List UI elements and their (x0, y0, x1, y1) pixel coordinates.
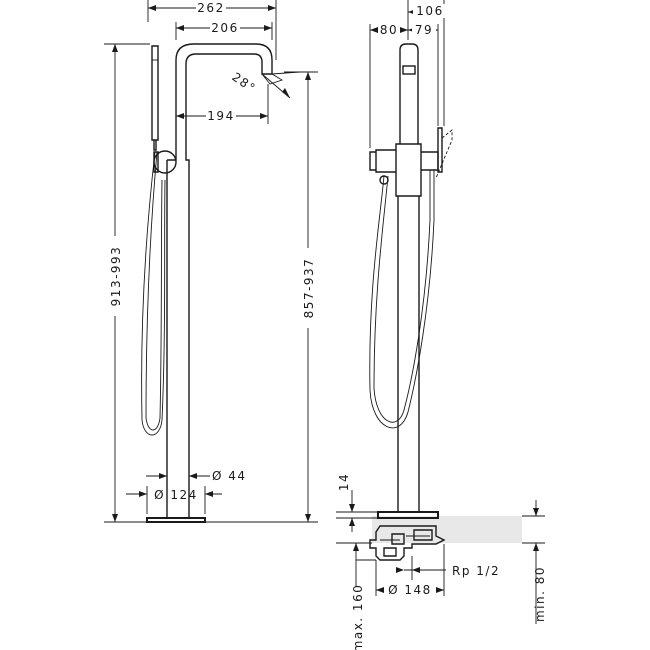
dim-max-depth: max. 160 (351, 584, 365, 650)
dim-total-height: 913-993 (109, 246, 123, 307)
dim-connection-thread: Rp 1/2 (452, 564, 500, 578)
dim-install-diameter: Ø 148 (388, 583, 432, 597)
front-hose (141, 151, 166, 436)
floor-section (372, 516, 522, 543)
side-spout-outlet (402, 65, 416, 75)
front-dimensions: 262 206 28° 194 913-993 857-937 Ø 4 (104, 0, 318, 523)
dim-min-depth: min. 80 (533, 566, 547, 622)
side-pipe (397, 196, 420, 512)
hand-shower (151, 45, 159, 151)
side-dimensions: 106 80 79 14 max. 160 min. 80 Rp 1/ (336, 0, 547, 650)
side-view (369, 43, 522, 561)
install-box-detail (380, 535, 430, 541)
side-mixer-body (369, 143, 439, 197)
front-view (141, 43, 284, 523)
side-lever (437, 127, 443, 173)
install-box-fitting (383, 529, 433, 557)
dim-base-diameter: Ø 124 (154, 488, 198, 502)
dim-body-offset: 194 (207, 109, 234, 123)
front-base-plate (146, 517, 206, 523)
dim-side-offset-left: 80 (380, 23, 398, 37)
front-pipe (166, 196, 190, 518)
spout-tip (261, 73, 284, 85)
dim-side-handle-reach: 106 (416, 4, 443, 18)
side-lever-range (435, 129, 453, 179)
side-hose (369, 170, 435, 429)
install-box (369, 525, 446, 561)
dim-base-thickness: 14 (337, 473, 351, 491)
dim-spout-angle: 28° (229, 70, 258, 96)
side-hose-inner (373, 170, 431, 423)
dim-pipe-diameter: Ø 44 (212, 469, 247, 483)
side-spout (399, 43, 419, 144)
front-hose-inner (145, 151, 163, 431)
dim-total-reach: 262 (197, 1, 224, 15)
dim-side-offset-right: 79 (415, 23, 433, 37)
side-hose-connector (379, 175, 389, 185)
dim-spout-reach: 206 (211, 21, 238, 35)
dim-spout-height: 857-937 (302, 258, 316, 319)
side-base-plate (377, 511, 439, 519)
